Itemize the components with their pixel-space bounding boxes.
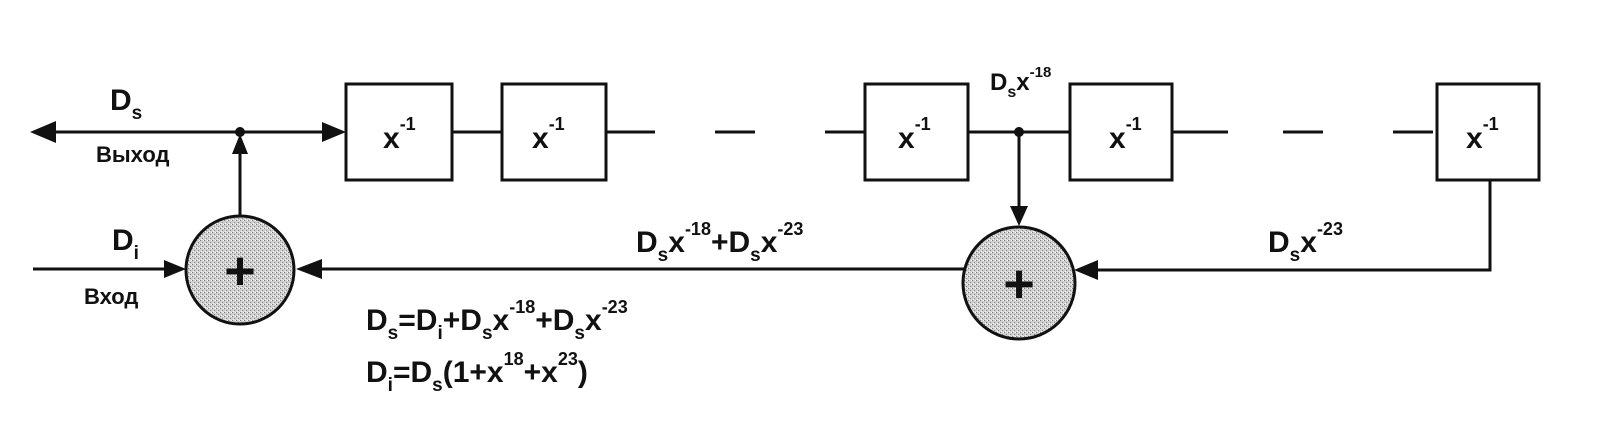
feedback-adder-plus: +: [1003, 254, 1035, 314]
output-junction-dot: [235, 127, 245, 137]
delay-cell-3-label: x-1: [898, 114, 931, 155]
delay-cell-4-label: x-1: [1109, 114, 1142, 155]
register-input-arrowhead: [322, 122, 346, 142]
last-cell-feedback-line: [1088, 180, 1492, 272]
input-adder-plus: +: [224, 241, 256, 301]
sum-label: Dsx-18+Dsx-23: [636, 219, 803, 266]
tap-label: Dsx-18: [990, 64, 1051, 101]
delay-cell-2-label: x-1: [532, 114, 565, 155]
adder-output-arrowhead: [232, 134, 248, 154]
tap-arrowhead: [1010, 206, 1028, 226]
feedback-arrowhead: [296, 259, 322, 279]
delay-cell-2: [500, 82, 608, 182]
output-arrowhead: [30, 121, 56, 143]
feedback-label: Dsx-23: [1268, 219, 1343, 266]
delay-cell-4: [1068, 82, 1174, 182]
feedback-adder: [961, 225, 1077, 341]
input-caption: Вход: [84, 284, 138, 309]
output-symbol: Ds: [110, 84, 142, 124]
delay-cell-3: [863, 82, 970, 182]
equation-2: Di=Ds(1+x18+x23): [366, 349, 588, 396]
input-arrowhead: [164, 260, 186, 278]
delay-cell-1-label: x-1: [383, 114, 416, 155]
input-adder: [184, 214, 296, 326]
input-symbol: Di: [112, 224, 139, 264]
last-cell-feedback-arrowhead: [1074, 260, 1098, 280]
delay-cell-5: [1435, 82, 1541, 182]
equation-1: Ds=Di+Dsx-18+Dsx-23: [366, 297, 628, 344]
delay-cell-1: [344, 82, 454, 182]
delay-cell-5-label: x-1: [1466, 114, 1499, 155]
output-caption: Выход: [96, 142, 170, 167]
